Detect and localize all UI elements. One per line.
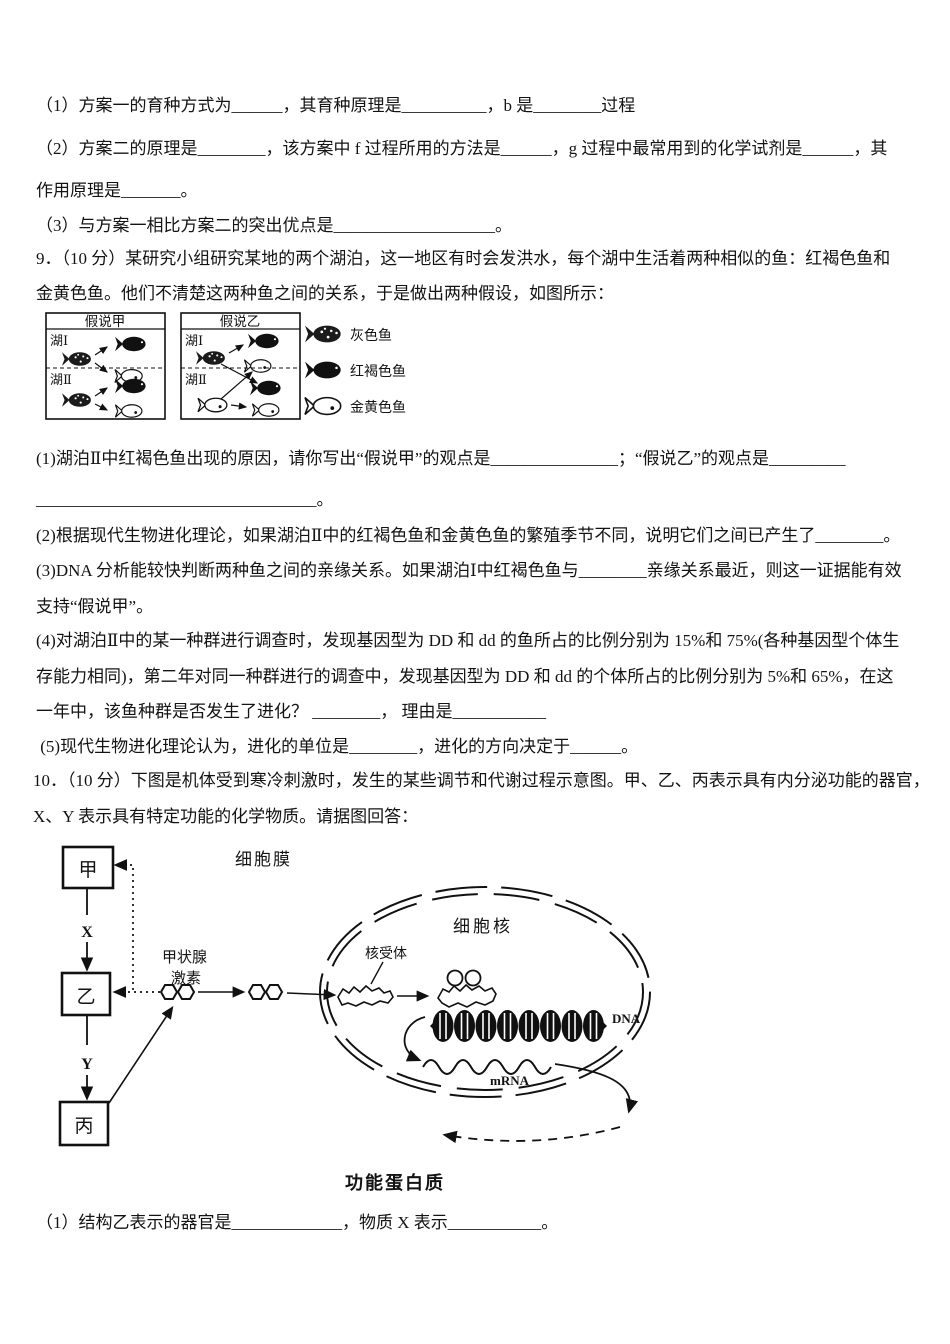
mrna-label: mRNA [490, 1073, 530, 1088]
q10-intro-line1: 10．（10 分）下图是机体受到寒冷刺激时，发生的某些调节和代谢过程示意图。甲、… [33, 771, 930, 790]
q8-part-1: （1）方案一的育种方式为______，其育种原理是__________，b 是_… [36, 96, 636, 115]
organ-chain: 甲 X 乙 Y 丙 [58, 845, 174, 1147]
hypothesis-a-title: 假说甲 [85, 314, 126, 329]
hormone-regulation-figure: 甲 X 乙 Y 丙 甲状腺 激素 [35, 845, 915, 1200]
q8-part-2: （2）方案二的原理是________，该方案中 f 过程所用的方法是______… [36, 139, 888, 158]
gray-fish-icon [196, 351, 225, 365]
hypothesis-b-box: 假说乙 湖Ⅰ 湖Ⅱ [180, 312, 301, 420]
cell-membrane-label: 细胞膜 [235, 850, 292, 869]
lake2-label: 湖Ⅱ [185, 372, 207, 387]
legend-gray-label: 灰色鱼 [350, 327, 392, 344]
hormone-receptor-complex [437, 969, 497, 1008]
dna-helix [430, 1010, 607, 1042]
golden-fish-icon [114, 404, 143, 418]
nucleus-label: 细胞核 [453, 917, 513, 936]
transcription-arrow [403, 1016, 426, 1062]
q9-intro-line1: 9．（10 分）某研究小组研究某地的两个湖泊，这一地区有时会发洪水，每个湖中生活… [36, 249, 891, 268]
q8-part-3: （3）与方案一相比方案二的突出优点是___________________。 [36, 216, 512, 235]
feedback-lines [112, 859, 160, 998]
substance-y-label: Y [81, 1056, 93, 1073]
q9-part-1: (1)湖泊Ⅱ中红褐色鱼出现的原因，请你写出“假说甲”的观点是__________… [36, 449, 846, 468]
mrna: mRNA [422, 1059, 552, 1088]
redbrown-fish-icon [250, 380, 281, 396]
golden-fish-icon [243, 359, 272, 373]
gray-fish-icon [305, 325, 341, 343]
redbrown-fish-icon [115, 336, 146, 352]
legend-redbrown-label: 红褐色鱼 [350, 363, 406, 380]
hormone-label-line1: 甲状腺 [162, 949, 207, 966]
golden-fish-icon [251, 403, 280, 417]
q9-intro-line2: 金黄色鱼。他们不清楚这两种鱼之间的关系，于是做出两种假设，如图所示： [36, 284, 614, 303]
legend-golden-label: 金黄色鱼 [350, 399, 406, 416]
q8-part-2-cont: 作用原理是_______。 [36, 181, 198, 200]
hormone-label-line2: 激素 [171, 970, 201, 987]
receptor-shape [337, 984, 394, 1007]
fish-hypothesis-figure: 假说甲 湖Ⅰ 湖Ⅱ 假说乙 湖Ⅰ 湖Ⅱ [45, 312, 445, 429]
q9-part-4: (4)对湖泊Ⅱ中的某一种群进行调查时，发现基因型为 DD 和 dd 的鱼所占的比… [36, 631, 900, 650]
gray-fish-icon [62, 393, 91, 407]
lake1-label: 湖Ⅰ [50, 333, 68, 348]
hormone-molecule-icon [159, 984, 284, 1000]
nuclear-receptor: 核受体 [337, 946, 430, 1007]
redbrown-fish-icon [248, 333, 279, 349]
hypothesis-a-box: 假说甲 湖Ⅰ 湖Ⅱ [45, 312, 166, 420]
functional-protein-label: 功能蛋白质 [345, 1172, 445, 1193]
receptor-label: 核受体 [365, 946, 407, 962]
lake1-label: 湖Ⅰ [185, 333, 203, 348]
q10-part-1: （1）结构乙表示的器官是_____________，物质 X 表示_______… [36, 1213, 559, 1232]
mrna-export-arrow [554, 1063, 639, 1114]
q9-part-3: (3)DNA 分析能较快判断两种鱼之间的亲缘关系。如果湖泊Ⅰ中红褐色鱼与____… [36, 561, 902, 580]
organ-jia-label: 甲 [78, 860, 97, 881]
q9-part-1-cont: _________________________________。 [36, 490, 334, 509]
redbrown-fish-icon [115, 378, 146, 394]
q9-part-5: (5)现代生物进化理论认为，进化的单位是________，进化的方向决定于___… [36, 737, 639, 756]
organ-yi-label: 乙 [76, 987, 95, 1008]
golden-fish-icon [304, 396, 342, 416]
organ-bing-label: 丙 [74, 1116, 93, 1137]
q9-part-4-cont2: 一年中，该鱼种群是否发生了进化？ ________， 理由是__________… [36, 702, 546, 721]
fish-legend: 灰色鱼 红褐色鱼 金黄色鱼 [304, 325, 406, 416]
translation-dashed-arrow [442, 1126, 621, 1144]
dna-label: DNA [612, 1011, 641, 1026]
q10-intro-line2: X、Y 表示具有特定功能的化学物质。请据图回答： [33, 807, 419, 826]
q9-part-3-cont: 支持“假说甲”。 [36, 597, 154, 616]
hypothesis-b-title: 假说乙 [220, 314, 261, 329]
q9-part-4-cont1: 存能力相同)，第二年对同一种群进行的调查中，发现基因型为 DD 和 dd 的个体… [36, 667, 894, 686]
redbrown-fish-icon [305, 361, 341, 379]
substance-x-label: X [81, 924, 93, 941]
lake2-label: 湖Ⅱ [50, 372, 72, 387]
complex-shape [437, 983, 497, 1008]
q9-part-2: (2)根据现代生物进化理论，如果湖泊Ⅱ中的红褐色鱼和金黄色鱼的繁殖季节不同，说明… [36, 526, 901, 545]
nucleus-envelope [319, 886, 651, 1098]
gray-fish-icon [62, 352, 91, 366]
thyroid-hormone: 甲状腺 激素 [159, 949, 337, 1001]
golden-fish-icon [197, 397, 228, 413]
